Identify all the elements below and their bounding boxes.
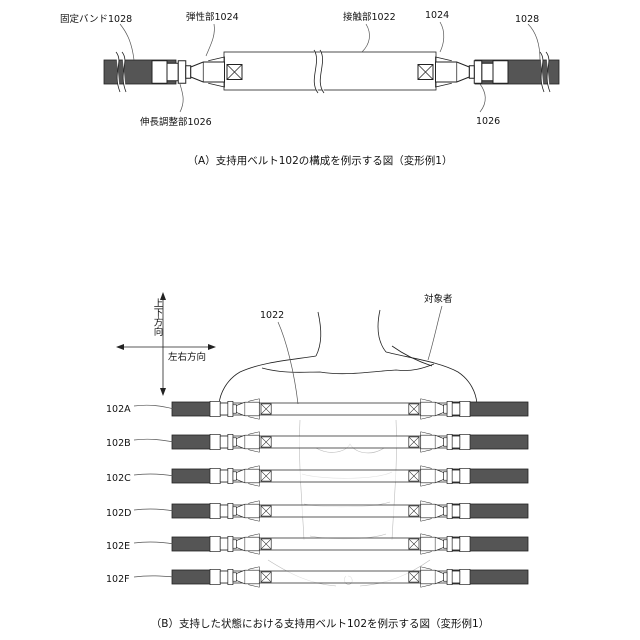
belt-102A xyxy=(172,399,528,419)
belt-102E xyxy=(172,534,528,554)
label-extension-adjust-left: 伸長調整部1026 xyxy=(140,116,212,128)
label-elastic-part: 弾性部1024 xyxy=(186,11,239,23)
caption-b: （B）支持した状態における支持用ベルト102を例示する図（変形例1） xyxy=(151,617,489,630)
label-fixing-band-right: 1028 xyxy=(515,14,539,25)
figure-a-belt xyxy=(104,50,559,93)
label-belt-102F: 102F xyxy=(106,574,130,585)
belt-102C xyxy=(172,466,528,486)
label-contact-part-b: 1022 xyxy=(260,310,284,321)
direction-arrows xyxy=(116,292,216,396)
label-belt-102A: 102A xyxy=(106,404,131,415)
label-belt-102E: 102E xyxy=(106,541,130,552)
label-extension-adjust-right: 1026 xyxy=(476,116,500,127)
label-up-down: 上下方向 xyxy=(152,298,164,336)
label-belt-102C: 102C xyxy=(106,473,131,484)
label-contact-part: 接触部1022 xyxy=(343,11,396,23)
caption-a: （A）支持用ベルト102の構成を例示する図（変形例1） xyxy=(188,154,453,167)
label-fixing-band-left: 固定バンド1028 xyxy=(60,13,132,25)
belt-102B xyxy=(172,432,528,452)
label-subject: 対象者 xyxy=(424,293,453,305)
label-elastic-part-right: 1024 xyxy=(425,10,449,21)
label-left-right: 左右方向 xyxy=(168,351,206,363)
belt-102D xyxy=(172,501,528,521)
label-belt-102D: 102D xyxy=(106,508,131,519)
label-belt-102B: 102B xyxy=(106,438,131,449)
